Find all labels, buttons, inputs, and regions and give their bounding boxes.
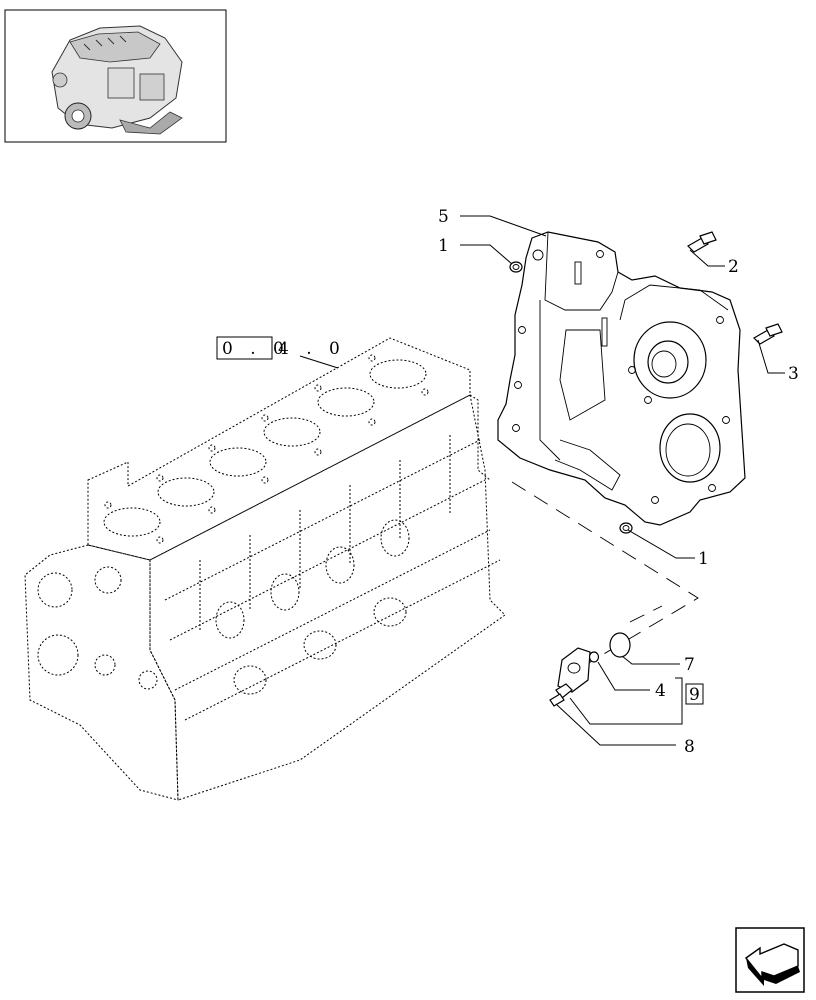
callout-1-top: 1: [438, 236, 449, 256]
bolt-2: [687, 231, 717, 253]
engine-block: [24, 337, 506, 801]
alignment-line: [511, 481, 699, 681]
callout-leaders: [460, 215, 785, 746]
callout-4: 4: [655, 681, 666, 701]
cylinder-bores: [103, 359, 427, 537]
reference-code-boxed: 0 . 0: [222, 339, 290, 359]
callout-1-bottom: 1: [698, 549, 709, 569]
callout-7: 7: [684, 655, 695, 675]
callout-8: 8: [684, 737, 695, 757]
deck-bolt-holes: [104, 354, 429, 544]
engine-thumbnail-icon: [51, 25, 183, 135]
o-ring-7: [609, 632, 631, 658]
bolt-3: [753, 323, 783, 345]
next-page-button[interactable]: [735, 927, 805, 993]
engine-thumbnail[interactable]: [4, 9, 227, 143]
callout-2: 2: [728, 257, 739, 277]
gear-housing: [497, 231, 746, 526]
seal-4: [588, 651, 600, 663]
alignment-line-2: [629, 605, 663, 623]
reference-code-label[interactable]: 0 . 0 4 . 0: [216, 336, 346, 369]
group-9-text: 9: [689, 685, 700, 705]
callout-5: 5: [438, 207, 449, 227]
callout-3: 3: [788, 364, 799, 384]
next-page-arrow-icon: [744, 943, 800, 986]
dowel-pin-top: [509, 261, 523, 273]
group-9-label[interactable]: 9: [685, 683, 704, 705]
reference-code-rest: 4 . 0: [278, 339, 346, 359]
sensor-assembly: [549, 632, 631, 707]
callout-labels: 5 1 2 3 1 7 4 8: [438, 207, 799, 757]
screw-8: [549, 693, 565, 707]
